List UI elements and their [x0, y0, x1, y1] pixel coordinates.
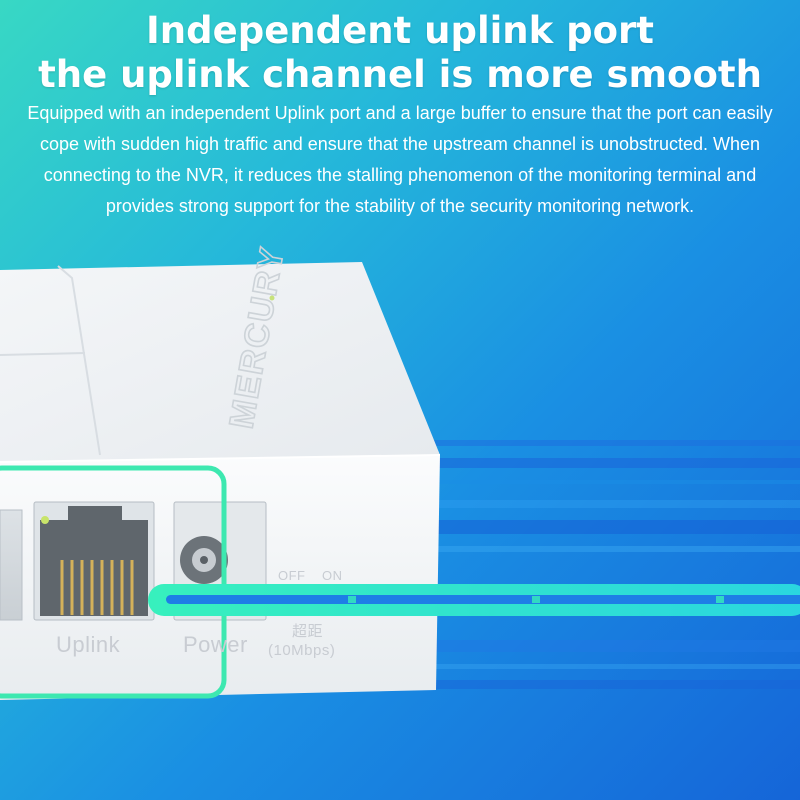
- uplink-highlight-frame: [0, 465, 227, 699]
- speed-stripes: [430, 440, 800, 689]
- uplink-label: Uplink: [56, 632, 121, 657]
- extend-mode-label: 超距: [292, 623, 324, 640]
- switch-off-label: OFF: [278, 568, 306, 583]
- port-led-icon: [41, 516, 49, 524]
- lan-port-partial: [0, 509, 23, 621]
- description-text: Equipped with an independent Uplink port…: [27, 103, 773, 216]
- headline-line-1: Independent uplink port: [146, 9, 654, 52]
- uplink-cable: [148, 584, 800, 616]
- headline-line-2: the uplink channel is more smooth: [38, 53, 762, 96]
- uplink-port: [33, 501, 155, 621]
- speed-label: (10Mbps): [268, 642, 336, 659]
- switch-on-label: ON: [322, 568, 343, 583]
- power-label: Power: [183, 632, 248, 657]
